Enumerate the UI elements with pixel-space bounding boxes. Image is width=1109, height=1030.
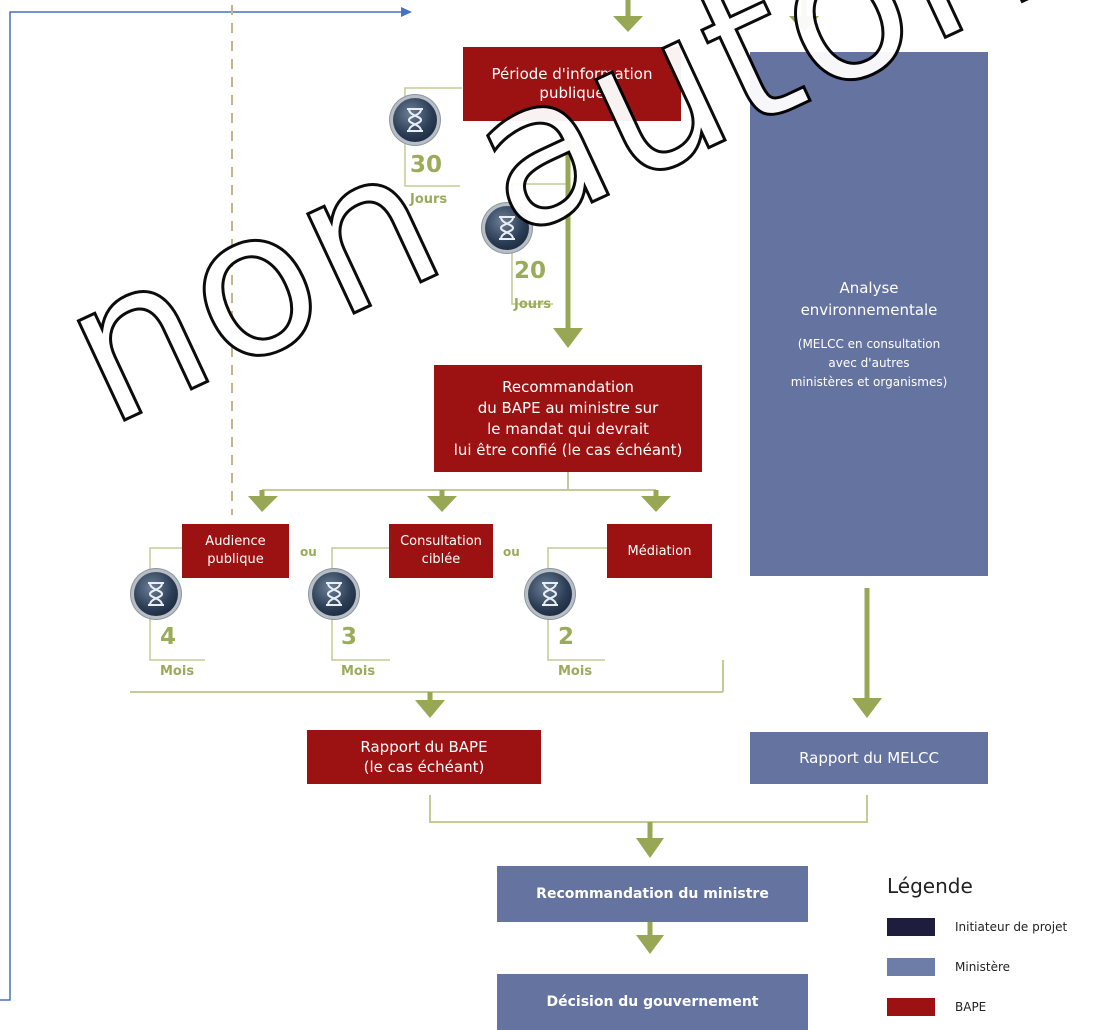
or-connector: ou bbox=[503, 545, 520, 559]
duration-value: 2 bbox=[558, 624, 575, 650]
arrow-mediation bbox=[641, 496, 671, 512]
recommandation-ministre-text: Recommandation du ministre bbox=[536, 886, 769, 902]
consultation-ciblee-text: Consultation ciblée bbox=[400, 534, 482, 567]
hourglass-icon bbox=[528, 572, 572, 616]
blue-frame-arrowhead bbox=[401, 7, 412, 17]
decision-gouvernement-text: Décision du gouvernement bbox=[546, 994, 759, 1010]
duration-unit: Mois bbox=[341, 664, 376, 679]
legend-swatch bbox=[887, 958, 935, 976]
arrow-top-right bbox=[789, 16, 819, 32]
rapport-melcc-box: Rapport du MELCC bbox=[750, 732, 988, 784]
duration-value: 30 bbox=[410, 152, 443, 178]
arrow-to-rapport-bape bbox=[415, 700, 445, 718]
legend-label: Initiateur de projet bbox=[955, 920, 1068, 934]
arrow-audience bbox=[248, 496, 278, 512]
hourglass-icon bbox=[312, 572, 356, 616]
recommandation-bape-box: Recommandation du BAPE au ministre sur l… bbox=[434, 365, 702, 472]
arrow-to-recommandation bbox=[553, 328, 583, 348]
recommandation-ministre-box: Recommandation du ministre bbox=[497, 866, 808, 922]
duration-value: 3 bbox=[341, 624, 358, 650]
duration-unit: Mois bbox=[558, 664, 593, 679]
legend-item-initiateur: Initiateur de projet bbox=[887, 918, 1067, 936]
hourglass-icon bbox=[134, 572, 178, 616]
recommandation-bape-text: Recommandation du BAPE au ministre sur l… bbox=[453, 377, 683, 459]
legend-item-ministere: Ministère bbox=[887, 958, 1010, 976]
arrow-top-left bbox=[613, 16, 643, 32]
audience-publique-box: Audience publique bbox=[182, 524, 289, 578]
analyse-environnementale-box: Analyse environnementale (MELCC en consu… bbox=[750, 52, 988, 576]
mediation-box: Médiation bbox=[607, 524, 712, 578]
duration-unit: Jours bbox=[410, 192, 448, 207]
analyse-subtitle: (MELCC en consultation avec d'autres min… bbox=[790, 336, 948, 389]
duration-value: 20 bbox=[514, 258, 547, 284]
analyse-title: Analyse environnementale bbox=[800, 278, 938, 319]
legend-swatch bbox=[887, 998, 935, 1016]
blue-frame-line bbox=[0, 11, 403, 1001]
rapport-bape-box: Rapport du BAPE (le cas échéant) bbox=[307, 730, 541, 784]
rapport-melcc-text: Rapport du MELCC bbox=[799, 749, 939, 767]
duration-unit: Jours bbox=[514, 297, 552, 312]
or-connector: ou bbox=[300, 545, 317, 559]
mediation-text: Médiation bbox=[627, 543, 692, 559]
hourglass-icon bbox=[485, 206, 529, 250]
periode-information-text: Période d'information publique bbox=[491, 65, 653, 102]
legend-label: BAPE bbox=[955, 1000, 987, 1014]
arrow-to-recommandation-ministre bbox=[636, 838, 664, 858]
legend-item-bape: BAPE bbox=[887, 998, 986, 1016]
rapport-bape-text: Rapport du BAPE (le cas échéant) bbox=[360, 738, 488, 776]
hourglass-icon bbox=[393, 98, 437, 142]
duration-value: 4 bbox=[160, 624, 177, 650]
arrow-to-rapport-melcc bbox=[852, 698, 882, 718]
legend-title: Légende bbox=[887, 874, 973, 898]
arrow-consultation bbox=[427, 496, 457, 512]
periode-information-box: Période d'information publique bbox=[463, 47, 681, 121]
legend-swatch bbox=[887, 918, 935, 936]
duration-unit: Mois bbox=[160, 664, 195, 679]
consultation-ciblee-box: Consultation ciblée bbox=[389, 524, 493, 578]
decision-gouvernement-box: Décision du gouvernement bbox=[497, 974, 808, 1030]
audience-publique-text: Audience publique bbox=[205, 534, 266, 567]
arrow-to-decision bbox=[636, 935, 664, 954]
legend-label: Ministère bbox=[955, 960, 1011, 974]
